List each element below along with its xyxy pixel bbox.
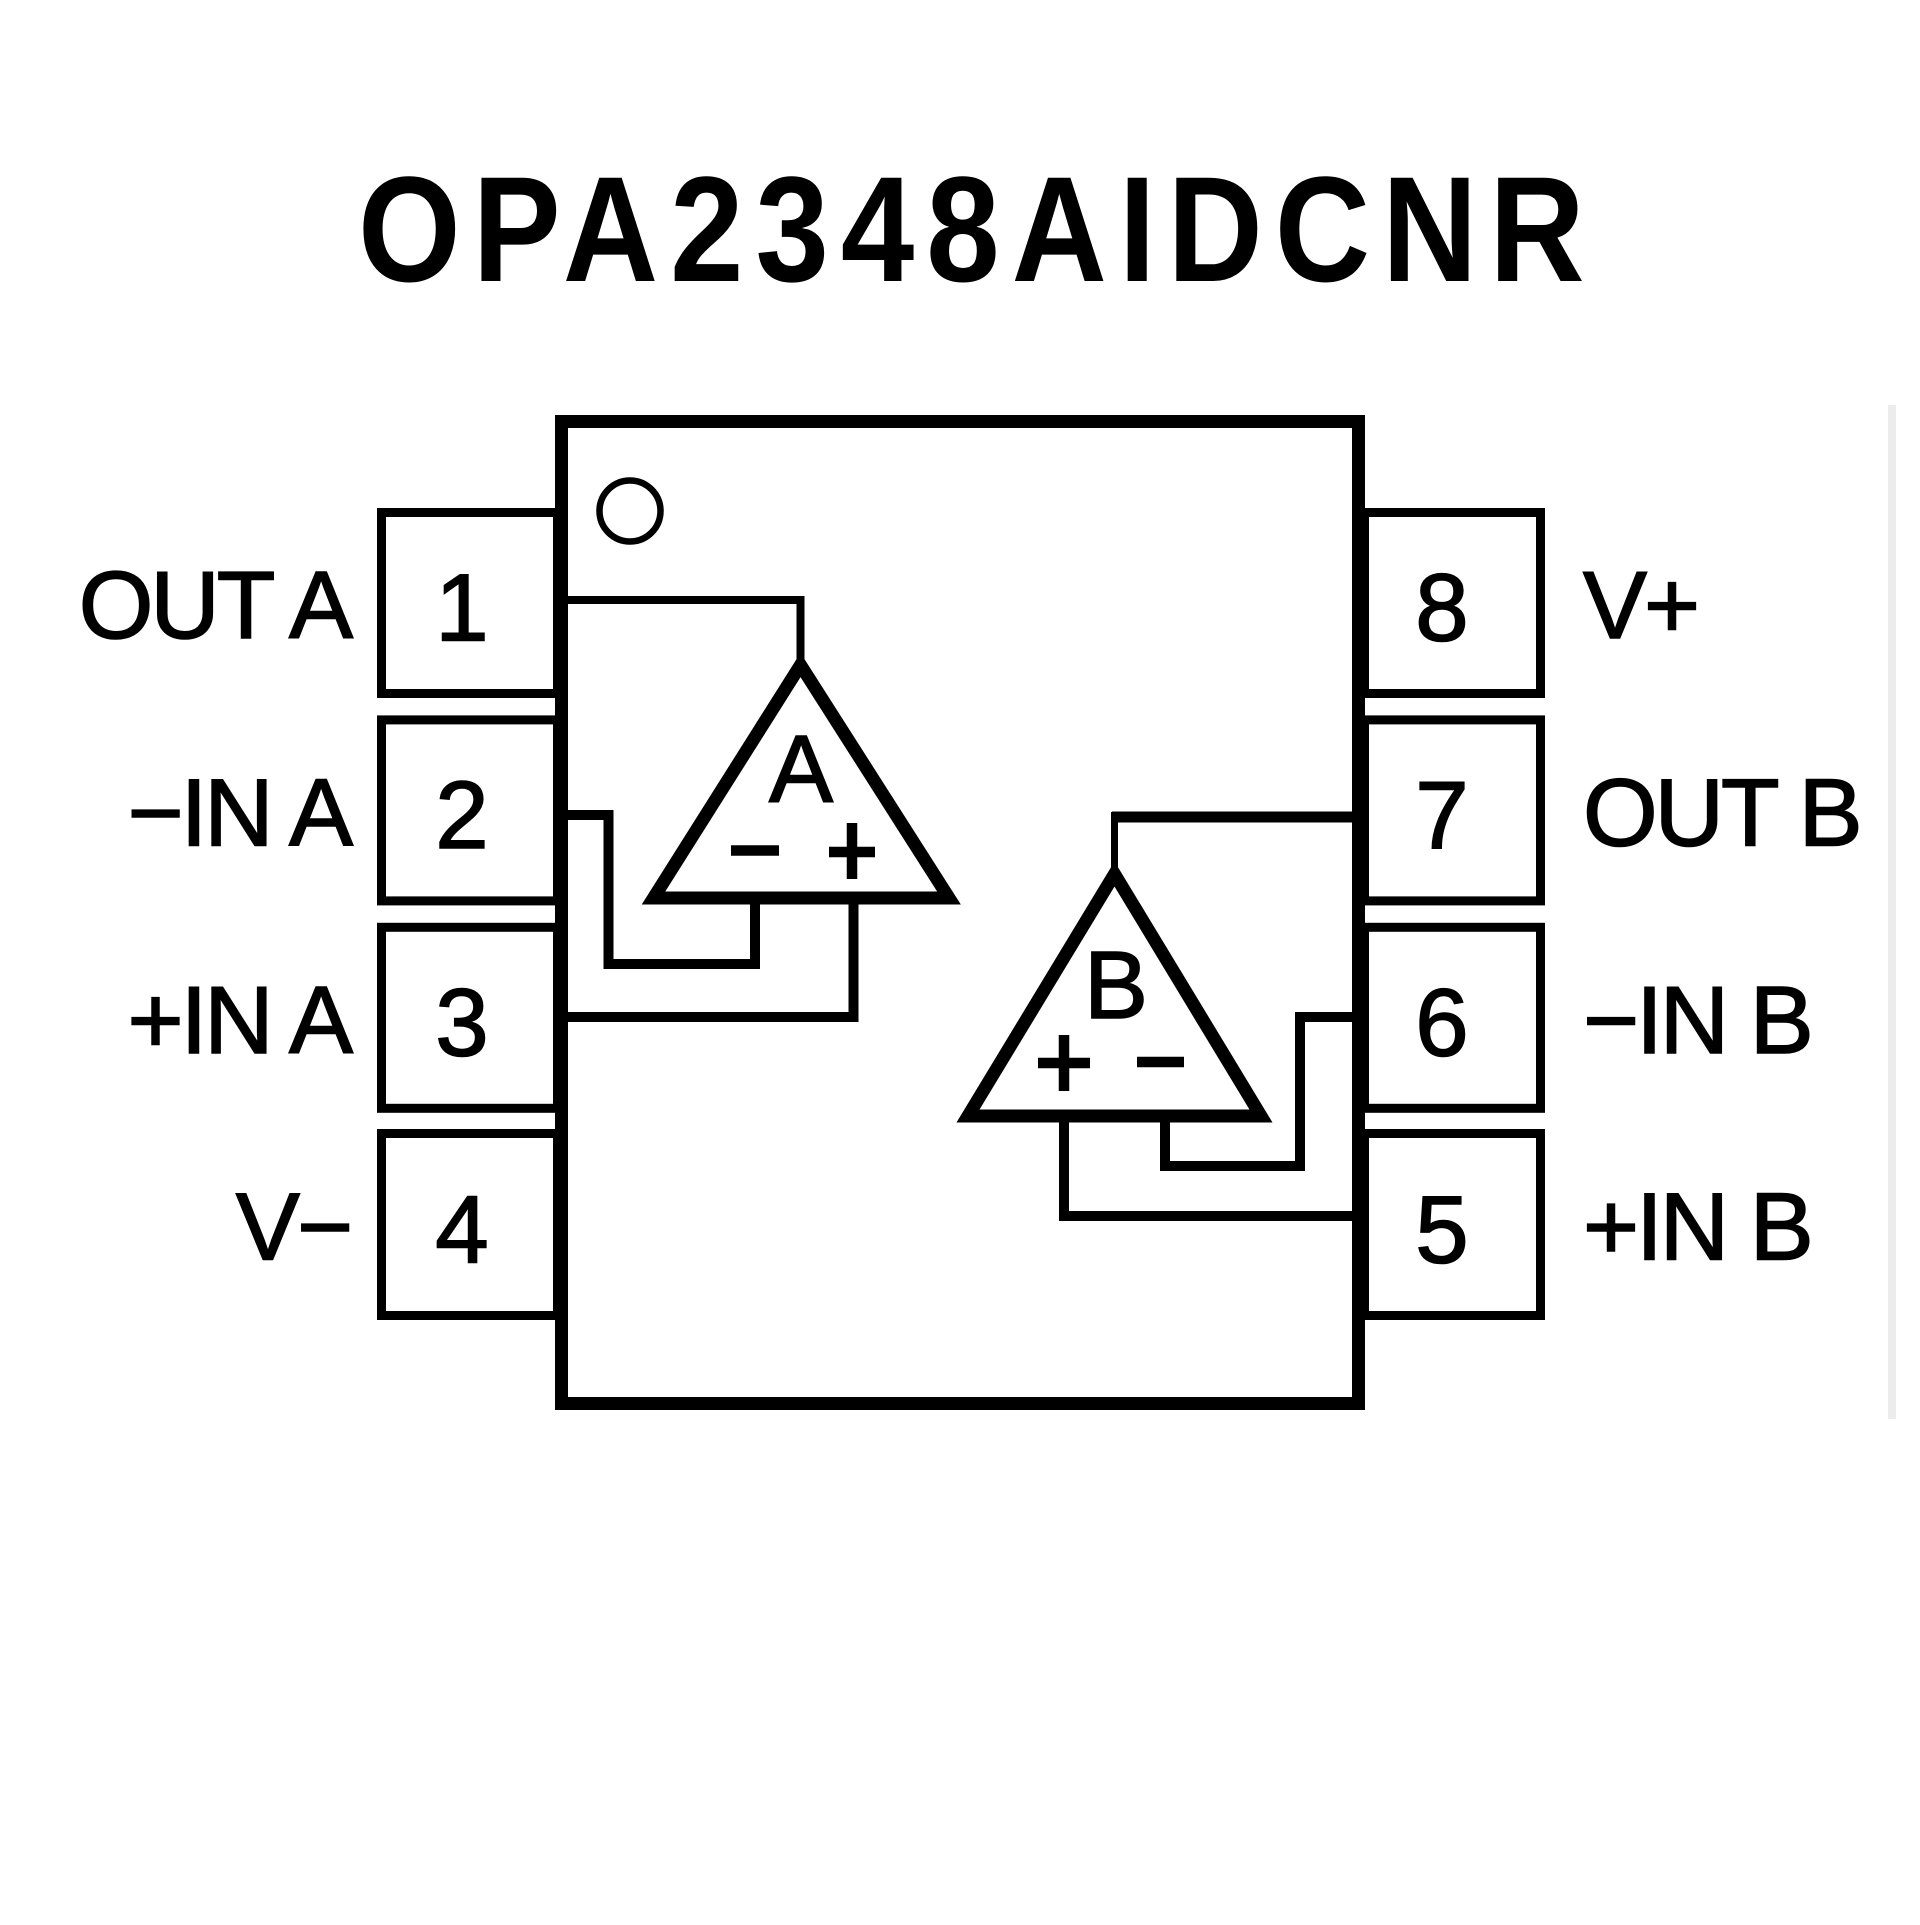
svg-text:1: 1	[435, 555, 488, 662]
svg-text:V+: V+	[1583, 552, 1697, 659]
svg-text:8: 8	[1415, 555, 1468, 662]
svg-text:4: 4	[435, 1177, 488, 1284]
svg-text:B: B	[1084, 932, 1148, 1039]
svg-text:6: 6	[1415, 970, 1468, 1077]
svg-text:A: A	[769, 716, 833, 823]
svg-text:OUT A: OUT A	[79, 552, 353, 659]
svg-text:OPA2348AIDCNR: OPA2348AIDCNR	[358, 145, 1597, 313]
svg-text:3: 3	[435, 970, 488, 1077]
svg-text:+IN B: +IN B	[1583, 1174, 1811, 1281]
svg-text:−IN B: −IN B	[1583, 967, 1811, 1074]
svg-text:V−: V−	[236, 1174, 350, 1281]
svg-text:7: 7	[1415, 762, 1468, 869]
svg-text:+IN A: +IN A	[128, 967, 353, 1074]
svg-text:5: 5	[1415, 1177, 1468, 1284]
svg-text:OUT B: OUT B	[1583, 759, 1860, 866]
svg-text:−IN A: −IN A	[128, 759, 353, 866]
svg-text:2: 2	[435, 762, 488, 869]
